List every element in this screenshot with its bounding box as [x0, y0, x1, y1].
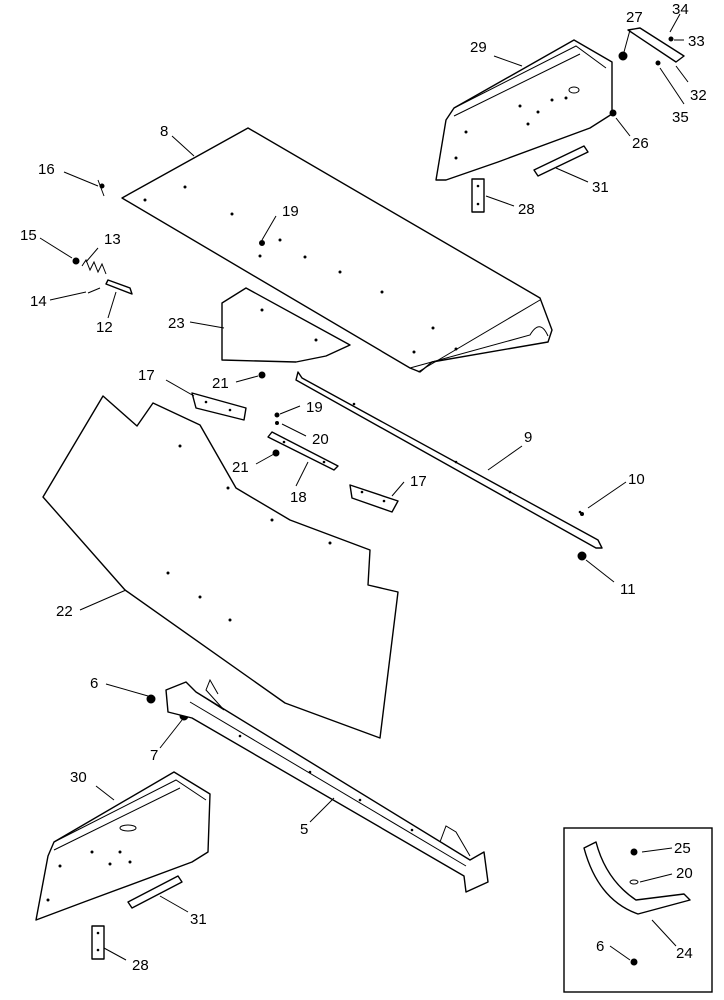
inset-detail	[563, 827, 713, 993]
leader-lines	[39, 13, 689, 961]
callout-16: 16	[38, 161, 55, 178]
callout-29: 29	[470, 39, 487, 56]
part-18-strap	[267, 431, 339, 471]
part-32-plate	[627, 27, 685, 63]
callout-6: 6	[90, 675, 98, 692]
part-29-side-bracket	[435, 39, 613, 181]
callout-25: 25	[674, 840, 691, 857]
callout-13: 13	[104, 231, 121, 248]
callout-10: 10	[628, 471, 645, 488]
callout-27: 27	[626, 9, 643, 26]
callout-32: 32	[690, 87, 707, 104]
callout-9: 9	[524, 429, 532, 446]
callout-6-inset: 6	[596, 938, 604, 955]
part-16-pin	[97, 179, 105, 197]
callout-21-lower: 21	[232, 459, 249, 476]
part-9-strip	[295, 371, 603, 549]
callout-31-upper: 31	[592, 179, 609, 196]
callout-23: 23	[168, 315, 185, 332]
callout-14: 14	[30, 293, 47, 310]
callout-17-right: 17	[410, 473, 427, 490]
part-31-rod-lower	[127, 875, 183, 909]
part-14-clip	[87, 287, 101, 294]
part-28-plate-lower	[91, 925, 105, 960]
callout-19-lower: 19	[306, 399, 323, 416]
callout-labels: 5 6 6 7 8 9 10 11 12 13 14 15 16 17 17 1…	[20, 1, 707, 974]
part-17-bracket-a	[191, 392, 247, 421]
callout-35: 35	[672, 109, 689, 126]
callout-34: 34	[672, 1, 689, 18]
callout-19-upper: 19	[282, 203, 299, 220]
callout-33: 33	[688, 33, 705, 50]
part-12-pin	[105, 279, 133, 295]
callout-24: 24	[676, 945, 693, 962]
callout-28-upper: 28	[518, 201, 535, 218]
part-31-rod-upper	[533, 145, 589, 177]
callout-20-inset: 20	[676, 865, 693, 882]
callout-26: 26	[632, 135, 649, 152]
callout-7: 7	[150, 747, 158, 764]
part-28-plate-upper	[471, 178, 485, 213]
part-30-side-bracket	[35, 771, 211, 921]
callout-30: 30	[70, 769, 87, 786]
callout-28-lower: 28	[132, 957, 149, 974]
callout-17-left: 17	[138, 367, 155, 384]
part-22-shield-panel	[42, 395, 399, 739]
callout-31-lower: 31	[190, 911, 207, 928]
part-13-spring	[81, 258, 107, 275]
callout-22: 22	[56, 603, 73, 620]
callout-8: 8	[160, 123, 168, 140]
part-5-cross-bar	[165, 678, 489, 893]
callout-21-upper: 21	[212, 375, 229, 392]
callout-15: 15	[20, 227, 37, 244]
callout-11: 11	[620, 581, 636, 598]
part-24-bracket	[583, 841, 691, 915]
part-17-bracket-b	[349, 484, 399, 513]
callout-12: 12	[96, 319, 113, 336]
callout-20: 20	[312, 431, 329, 448]
part-23-plate	[221, 287, 351, 363]
callout-5: 5	[300, 821, 308, 838]
callout-18: 18	[290, 489, 307, 506]
